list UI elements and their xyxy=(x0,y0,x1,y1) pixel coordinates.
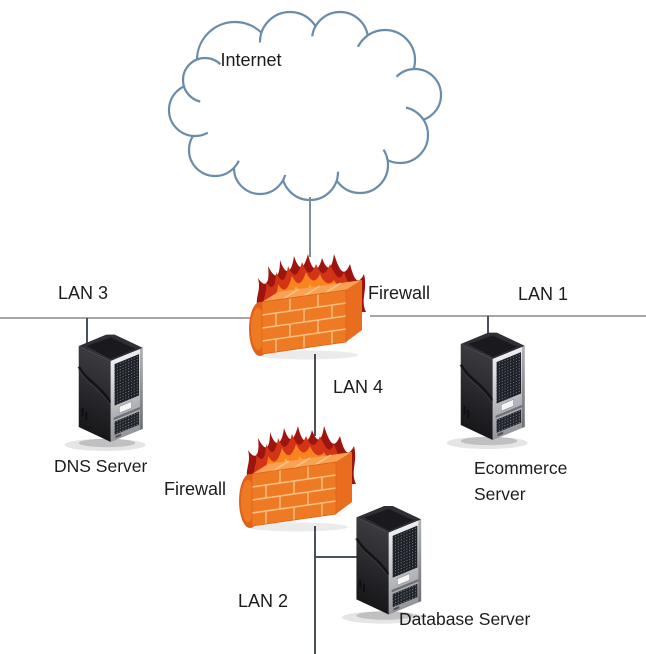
database-server-icon xyxy=(334,506,436,626)
ecommerce-server-icon xyxy=(440,330,538,454)
lan-backbone-left-segment xyxy=(0,317,252,319)
link-lan2-to-database-server xyxy=(314,556,358,558)
internet-label: Internet xyxy=(220,50,282,70)
database-server-label: Database Server xyxy=(399,609,531,629)
lan-backbone-right-segment xyxy=(370,315,646,317)
link-lan3-to-dns-server xyxy=(86,318,88,360)
dns-server-label: DNS Server xyxy=(54,456,148,476)
ecommerce-server-label: Ecommerce Server xyxy=(474,458,568,505)
dns-server-icon xyxy=(58,334,156,454)
link-internet-to-firewall xyxy=(309,197,311,257)
cloud-icon xyxy=(167,10,443,202)
link-lan4-between-firewalls xyxy=(314,354,316,436)
link-lan2-from-firewall xyxy=(314,526,316,654)
lan2-label: LAN 2 xyxy=(238,591,289,611)
firewall-top-label: Firewall xyxy=(368,283,431,303)
lan3-label: LAN 3 xyxy=(58,283,109,303)
lan4-label: LAN 4 xyxy=(333,377,384,397)
lan1-label: LAN 1 xyxy=(518,284,569,304)
firewall-top-icon xyxy=(248,252,378,360)
firewall-bottom-label: Firewall xyxy=(164,479,227,499)
